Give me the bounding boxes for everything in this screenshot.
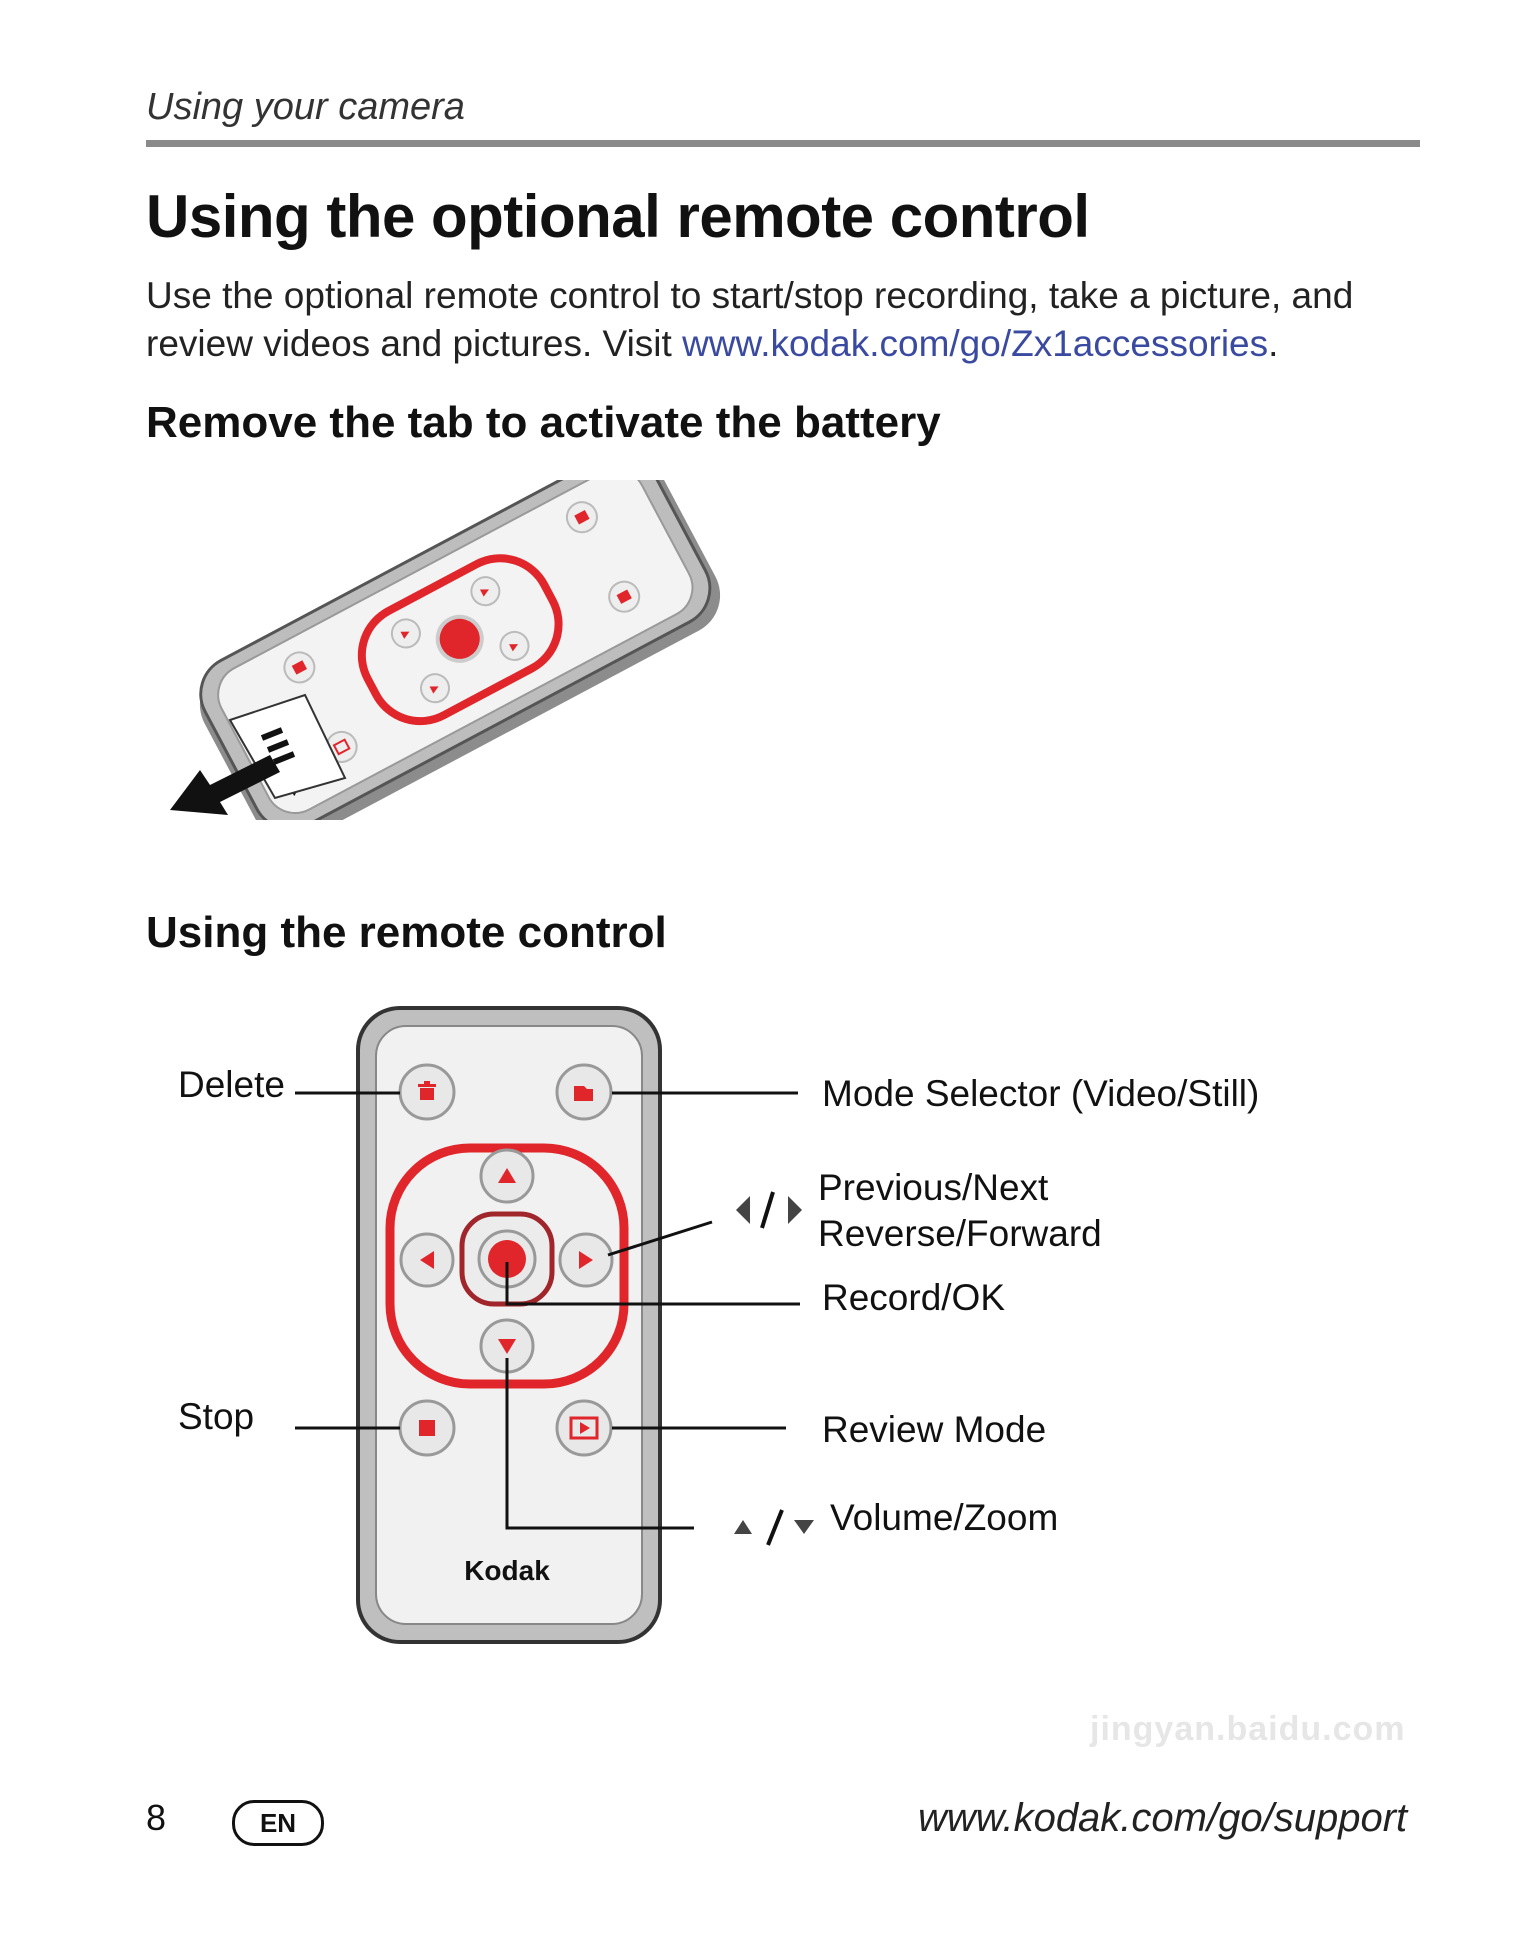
section-header: Using your camera (146, 86, 465, 128)
label-record-ok: Record/OK (822, 1277, 1006, 1318)
label-volume-zoom: Volume/Zoom (830, 1497, 1059, 1538)
label-delete: Delete (178, 1064, 285, 1105)
record-ok-button (488, 1240, 526, 1278)
label-previous-next: Previous/Next (818, 1167, 1049, 1208)
review-icon (569, 1416, 599, 1440)
volume-leader (505, 1358, 694, 1530)
volume-down-symbol-icon (794, 1520, 814, 1534)
stop-icon (419, 1420, 435, 1436)
language-badge: EN (232, 1800, 324, 1846)
remote-front-diagram: Kodak (356, 1006, 662, 1644)
accessories-link[interactable]: www.kodak.com/go/Zx1accessories (682, 323, 1269, 364)
watermark: jingyan.baidu.com (1090, 1710, 1406, 1748)
label-mode-selector: Mode Selector (Video/Still) (822, 1073, 1260, 1114)
right-arrow-icon (579, 1251, 593, 1269)
volume-up-symbol-icon (734, 1520, 752, 1534)
page-title: Using the optional remote control (146, 183, 1090, 250)
label-review-mode: Review Mode (822, 1409, 1047, 1450)
section-heading-battery: Remove the tab to activate the battery (146, 398, 941, 447)
label-reverse-forward: Reverse/Forward (818, 1213, 1102, 1254)
record-leader (505, 1262, 800, 1306)
left-arrow-icon (420, 1251, 434, 1269)
record-button-small (435, 614, 484, 663)
intro-text: Use the optional remote control to start… (146, 275, 1354, 364)
prev-next-leader (607, 1220, 713, 1257)
next-symbol-icon (788, 1196, 802, 1224)
section-heading-using: Using the remote control (146, 908, 667, 957)
trash-icon (418, 1081, 436, 1100)
remote-brand: Kodak (464, 1555, 550, 1586)
previous-symbol-icon (736, 1196, 750, 1224)
down-arrow-icon (498, 1339, 516, 1354)
camera-mode-icon (574, 1086, 593, 1101)
intro-paragraph: Use the optional remote control to start… (146, 272, 1406, 368)
remote-tab-illustration: Kodak (170, 480, 721, 820)
up-arrow-icon (498, 1168, 516, 1183)
label-stop: Stop (178, 1396, 255, 1437)
dpad-ring (357, 554, 563, 726)
header-rule (146, 140, 1420, 147)
pull-arrow-icon (170, 755, 280, 815)
support-url[interactable]: www.kodak.com/go/support (918, 1796, 1408, 1840)
page-number: 8 (146, 1797, 167, 1838)
intro-end: . (1268, 323, 1279, 364)
